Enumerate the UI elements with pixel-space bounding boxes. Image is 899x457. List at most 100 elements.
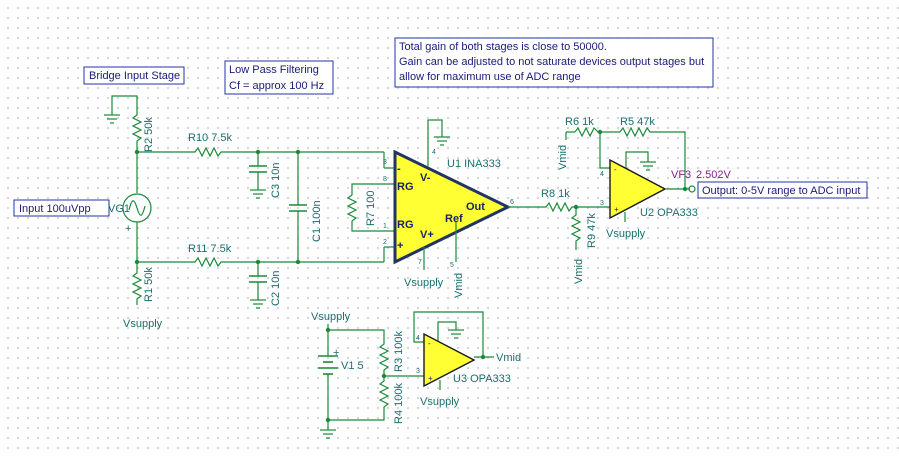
label-c1: C1 100n (311, 200, 323, 242)
vf3-voltage-value: 2.502V (696, 169, 732, 181)
label-c3: C3 10n (270, 163, 282, 198)
junction-c1-bottom (295, 259, 301, 265)
wire-u3-feedback (413, 311, 484, 357)
u3-plus-sign: + (428, 374, 433, 383)
u1-minus-sign: - (397, 163, 401, 175)
annotation-input: Input 100uVpp (13, 199, 110, 217)
capacitor-c1[interactable] (289, 152, 307, 262)
net-vsupply-u2: Vsupply (606, 228, 646, 240)
resistor-r10[interactable] (190, 146, 226, 158)
capacitor-c3[interactable] (249, 152, 267, 199)
u2-plus-sign: + (614, 205, 619, 214)
u3-pin-number-4: 4 (416, 335, 420, 342)
junction-bridge-top (134, 149, 140, 155)
wire-bridge-ground (111, 95, 138, 113)
label-r1: R1 50k (143, 267, 155, 302)
voltage-probe-vf3[interactable] (688, 185, 696, 193)
ground-symbol-u2 (625, 151, 656, 171)
junction-vsupply (325, 327, 331, 333)
u2-pin-number-3: 3 (600, 200, 604, 207)
net-vsupply-u1: Vsupply (404, 277, 444, 289)
net-vsupply-bridge: Vsupply (123, 318, 163, 330)
label-r8: R8 1k (541, 188, 570, 200)
annotation-gain-line2: Gain can be adjusted to not saturate dev… (399, 56, 704, 68)
annotation-gain-line3: allow for maximum use of ADC range (399, 71, 581, 83)
net-vmid-r6: Vmid (557, 145, 569, 170)
junction-u2-output (682, 186, 688, 192)
annotation-output-text: Output: 0-5V range to ADC input (702, 185, 860, 197)
label-c2: C2 10n (270, 271, 282, 306)
resistor-r5[interactable] (619, 126, 655, 138)
wire-r7-top (351, 183, 395, 193)
u1-pin-number-7: 7 (418, 259, 422, 266)
annotation-gain-line1: Total gain of both stages is close to 50… (399, 41, 607, 53)
vg1-plus-sign: + (125, 223, 131, 235)
v1-plus-sign: + (333, 347, 339, 359)
net-vsupply-v1: Vsupply (311, 311, 351, 323)
u1-pin-number-3: 3 (383, 159, 387, 166)
resistor-r3[interactable] (378, 342, 390, 376)
u2-minus-sign: - (614, 165, 617, 174)
ground-symbol-u3 (437, 321, 464, 346)
resistor-r9[interactable] (570, 207, 582, 250)
net-vmid-r9: Vmid (573, 259, 585, 284)
u1-pin-vminus: V- (420, 172, 431, 184)
resistor-r7[interactable] (346, 193, 358, 224)
label-r10: R10 7.5k (188, 132, 233, 144)
label-r6: R6 1k (565, 116, 594, 128)
net-vsupply-u3: Vsupply (420, 396, 460, 408)
annotation-bridge-input-stage: Bridge Input Stage (83, 66, 185, 85)
u1-pin-out: Out (466, 201, 485, 213)
u1-pin-rg-top: RG (397, 181, 414, 193)
u1-pin-vplus: V+ (420, 229, 434, 241)
instrumentation-amplifier-u1[interactable] (393, 149, 512, 265)
resistor-r8[interactable] (542, 201, 576, 213)
u3-pin-number-3: 3 (416, 368, 420, 375)
label-r9: R9 47k (586, 213, 598, 248)
label-r3: R3 100k (393, 331, 405, 372)
wire-vsupply-r3 (327, 324, 385, 342)
junction-u3-output (480, 354, 486, 360)
resistor-r4[interactable] (378, 376, 390, 410)
label-r11: R11 7.5k (188, 243, 232, 255)
dc-source-v1[interactable] (318, 350, 338, 420)
label-r2: R2 50k (143, 117, 155, 152)
u3-minus-sign: - (428, 339, 431, 348)
label-v1: V1 5 (341, 360, 364, 372)
wire-v1-r4 (328, 410, 385, 421)
wire-r5-output (655, 131, 686, 188)
annotation-bridge-text: Bridge Input Stage (89, 70, 180, 82)
ground-symbol-bridge-top (104, 108, 120, 124)
annotation-lowpass-line1: Low Pass Filtering (229, 64, 319, 76)
annotation-output: Output: 0-5V range to ADC input (697, 181, 868, 199)
u1-pin-ref: Ref (445, 213, 463, 225)
resistor-r1[interactable] (131, 270, 143, 305)
junction-bridge-bottom (134, 259, 140, 265)
u1-pin-number-8: 8 (383, 176, 387, 183)
u1-pin-number-6: 6 (510, 199, 514, 206)
net-vmid-u3: Vmid (496, 352, 521, 364)
u2-pin-number-4: 4 (600, 171, 604, 178)
annotation-input-text: Input 100uVpp (19, 203, 91, 215)
wire-u2-minus-input (599, 132, 610, 169)
label-r4: R4 100k (393, 383, 405, 424)
capacitor-c2[interactable] (249, 262, 267, 309)
annotation-low-pass-filtering: Low Pass Filtering Cf = approx 100 Hz (224, 60, 334, 95)
ground-symbol-v1 (320, 420, 336, 439)
label-u2: U2 OPA333 (640, 207, 698, 219)
opamp-u2[interactable] (609, 158, 667, 220)
label-r5: R5 47k (620, 116, 655, 128)
label-u1: U1 INA333 (447, 158, 501, 170)
resistor-r6[interactable] (574, 126, 600, 138)
net-vmid-u1-ref: Vmid (453, 273, 465, 298)
resistor-r11[interactable] (190, 256, 226, 268)
label-vf3: VF3 (671, 169, 691, 181)
label-u3: U3 OPA333 (453, 373, 511, 385)
resistor-r2[interactable] (131, 113, 143, 144)
wire-r7-bottom (351, 224, 395, 232)
u1-pin-number-2: 2 (383, 239, 387, 246)
ground-symbol-u1 (427, 119, 450, 167)
opamp-u3[interactable] (423, 332, 476, 388)
u1-pin-number-5: 5 (450, 262, 454, 269)
u1-plus-sign: + (397, 240, 403, 252)
